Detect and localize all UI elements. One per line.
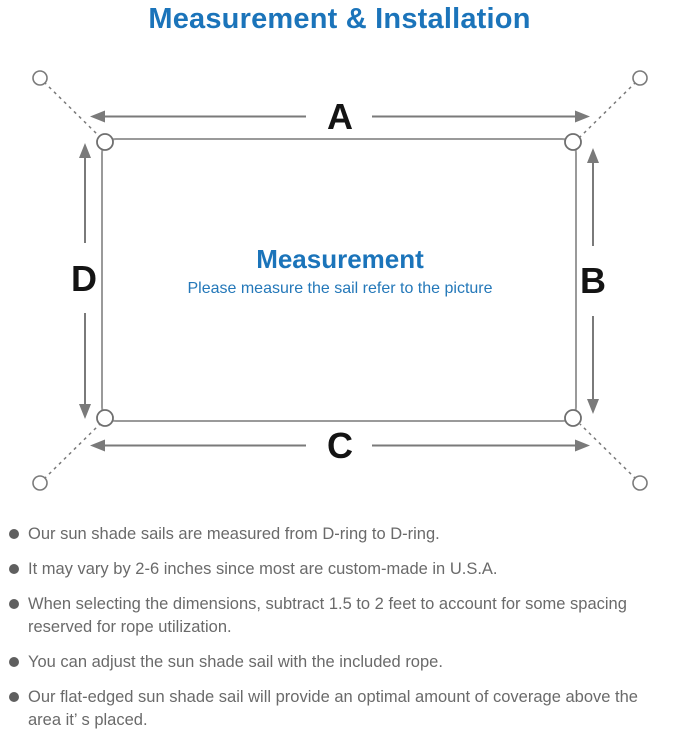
- dimension-arrow-d: D: [71, 143, 97, 419]
- note-text: When selecting the dimensions, subtract …: [28, 595, 627, 636]
- side-label-d: D: [71, 258, 97, 299]
- bullet-icon: [9, 657, 19, 667]
- rope-line-bottom-right: [579, 423, 637, 480]
- page-title: Measurement & Installation: [148, 3, 531, 35]
- d-ring-icon: [96, 409, 114, 427]
- dimension-arrow-b: B: [580, 148, 606, 414]
- note-text: Our flat-edged sun shade sail will provi…: [28, 688, 638, 729]
- bullet-icon: [9, 599, 19, 609]
- rope-line-bottom-left: [43, 423, 101, 480]
- shade-sail-outline: [101, 138, 577, 422]
- arrowhead-right-icon: [575, 439, 590, 452]
- list-item: Our flat-edged sun shade sail will provi…: [9, 686, 669, 732]
- dimension-arrow-a: A: [90, 96, 590, 137]
- anchor-point-icon: [632, 475, 648, 491]
- side-label-c: C: [327, 425, 353, 466]
- rope-line-top-right: [579, 81, 637, 138]
- note-text: It may vary by 2-6 inches since most are…: [28, 560, 498, 578]
- list-item: It may vary by 2-6 inches since most are…: [9, 558, 669, 581]
- anchor-point-icon: [32, 475, 48, 491]
- anchor-point-icon: [32, 70, 48, 86]
- list-item: Our sun shade sails are measured from D-…: [9, 523, 669, 546]
- measurement-diagram: A C D B Measurement Please meas: [32, 70, 648, 491]
- bullet-icon: [9, 564, 19, 574]
- side-label-a: A: [327, 96, 353, 137]
- arrowhead-left-icon: [90, 110, 105, 123]
- list-item: When selecting the dimensions, subtract …: [9, 593, 669, 639]
- note-text: You can adjust the sun shade sail with t…: [28, 653, 443, 671]
- arrowhead-up-icon: [587, 148, 599, 163]
- bullet-icon: [9, 529, 19, 539]
- dimension-arrow-c: C: [90, 425, 590, 466]
- d-ring-icon: [564, 133, 582, 151]
- side-label-b: B: [580, 260, 606, 301]
- rope-line-top-left: [43, 81, 101, 138]
- list-item: You can adjust the sun shade sail with t…: [9, 651, 669, 674]
- diagram-center-title: Measurement: [256, 244, 424, 274]
- note-text: Our sun shade sails are measured from D-…: [28, 525, 440, 543]
- arrowhead-down-icon: [587, 399, 599, 414]
- arrowhead-up-icon: [79, 143, 91, 158]
- arrowhead-left-icon: [90, 439, 105, 452]
- bullet-icon: [9, 692, 19, 702]
- anchor-point-icon: [632, 70, 648, 86]
- diagram-center-subtitle: Please measure the sail refer to the pic…: [187, 280, 492, 297]
- notes-list: Our sun shade sails are measured from D-…: [0, 523, 679, 739]
- d-ring-icon: [564, 409, 582, 427]
- d-ring-icon: [96, 133, 114, 151]
- arrowhead-right-icon: [575, 110, 590, 123]
- arrowhead-down-icon: [79, 404, 91, 419]
